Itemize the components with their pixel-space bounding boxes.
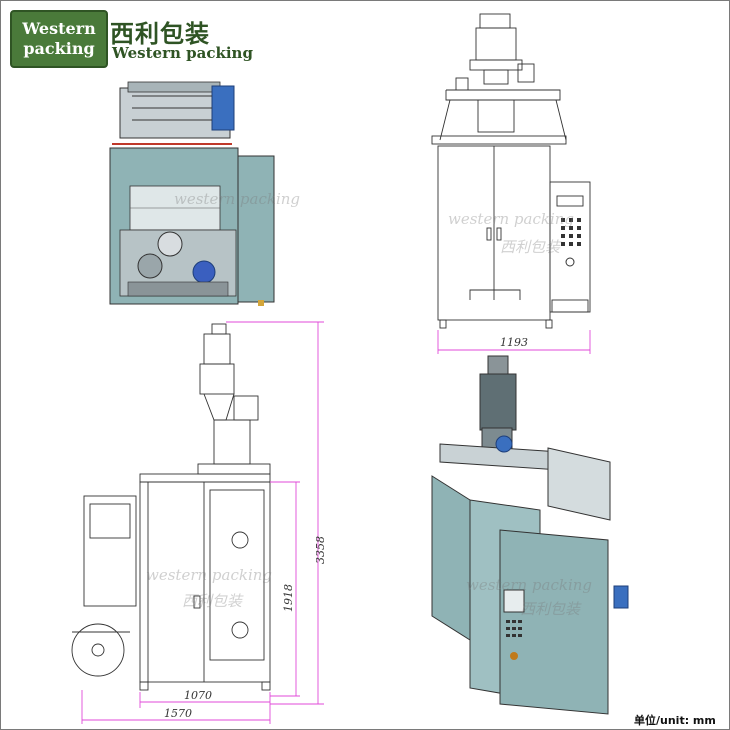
logo-chinese-text: 西利包装	[110, 20, 210, 48]
watermark-cn-2: 西利包装	[500, 238, 561, 256]
dimension-label-1918: 1918	[282, 584, 295, 612]
isometric-view-colored	[431, 355, 629, 715]
watermark-en-4: western packing	[466, 576, 593, 594]
front-view-colored	[109, 81, 275, 306]
logo-line-1: Western	[22, 19, 96, 38]
dimension-lines	[81, 321, 324, 724]
front-view-line	[431, 13, 591, 354]
dimension-label-1193: 1193	[500, 336, 528, 349]
watermark-en-2: western packing	[448, 210, 575, 228]
watermark-cn-4: 西利包装	[520, 600, 581, 618]
control-keypad	[561, 218, 581, 267]
dimension-label-1570: 1570	[164, 707, 192, 720]
western-packing-logo: Western packing	[10, 10, 108, 68]
watermark-en-1: western packing	[174, 190, 301, 208]
logo-english-text: Western packing	[112, 44, 253, 62]
side-view-line	[71, 323, 271, 691]
iso-keypad	[506, 620, 522, 637]
unit-label: 单位/unit: mm	[634, 714, 716, 727]
logo-line-2: packing	[23, 39, 95, 58]
dimension-label-1070: 1070	[184, 689, 212, 702]
watermark-cn-3: 西利包装	[182, 592, 243, 610]
dimension-label-3358: 3358	[314, 536, 327, 564]
watermark-en-3: western packing	[146, 566, 273, 584]
